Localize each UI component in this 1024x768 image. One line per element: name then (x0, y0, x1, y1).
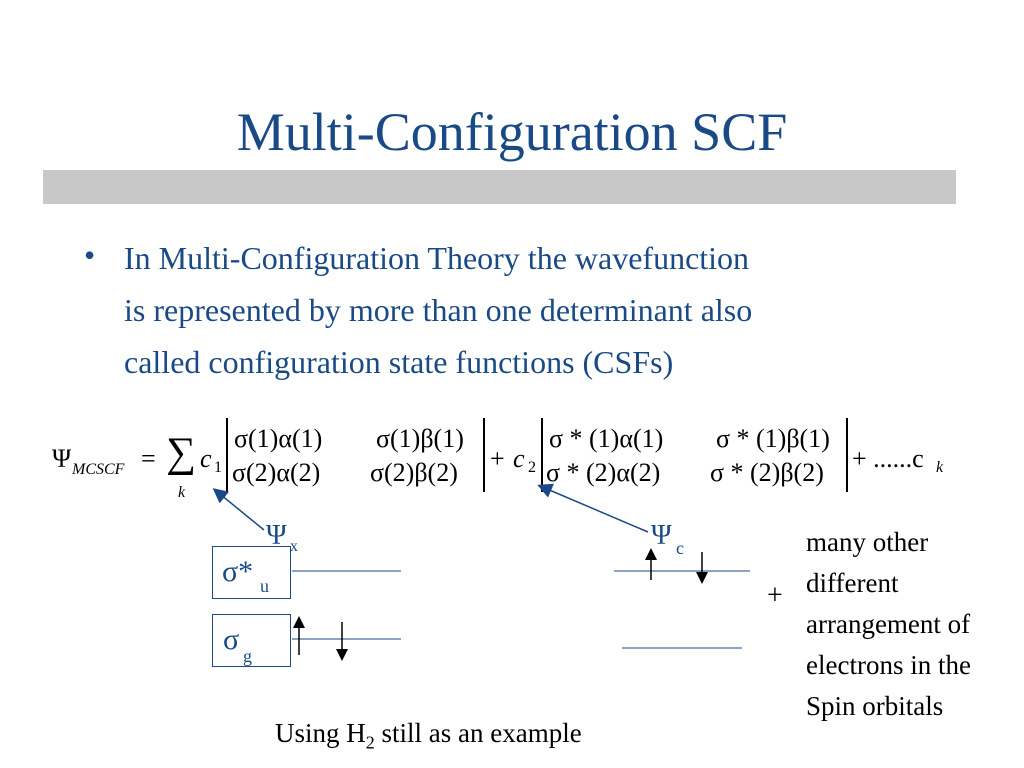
sigma-star-u-label: σ* (222, 555, 254, 588)
side-note-line-2: different (806, 568, 899, 598)
side-note-line-3: arrangement of (806, 609, 971, 639)
det2-r1c1: σ * (1)α(1) (549, 424, 664, 453)
bullet-line-3: called configuration state functions (CS… (124, 344, 674, 380)
arrow-psi-x-to-c1 (212, 488, 265, 531)
eq-trailing-sub: k (936, 459, 944, 476)
arrow-psi-c-to-c2 (537, 483, 649, 533)
sigma-star-u-box (212, 546, 291, 599)
det1-r2c2: σ(2)β(2) (370, 458, 458, 487)
bullet-line-1: In Multi-Configuration Theory the wavefu… (124, 240, 750, 276)
sigma-g-label: σ (223, 623, 240, 656)
sigma-star-u-sub: u (260, 576, 269, 596)
det2-r2c1: σ * (2)α(2) (546, 458, 661, 487)
bullet-text: In Multi-Configuration Theory the wavefu… (124, 232, 924, 388)
side-note-line-1: many other (806, 527, 929, 557)
slide-title: Multi-Configuration SCF (236, 102, 788, 162)
det1-r2c1: σ(2)α(2) (232, 458, 321, 487)
caption-after: still as an example (374, 718, 582, 748)
eq-sum-index: k (178, 484, 186, 501)
eq-c1-sub: 1 (214, 459, 222, 476)
eq-psi-subscript: MCSCF (72, 461, 125, 478)
side-note-line-5: Spin orbitals (806, 691, 944, 721)
psi-c-label: Ψ (651, 520, 672, 551)
det1-right-bar (483, 418, 485, 492)
det1-r1c1: σ(1)α(1) (234, 424, 323, 453)
sigma-g-box (212, 614, 291, 667)
eq-c1: c (200, 444, 212, 473)
side-note: many other different arrangement of elec… (806, 522, 971, 727)
bullet-marker: • (84, 237, 96, 273)
det1-left-bar (226, 418, 228, 492)
eq-trailing: + ......c (852, 444, 924, 473)
bullet-line-2: is represented by more than one determin… (124, 292, 753, 328)
eq-psi: Ψ (52, 444, 72, 473)
caption-sub: 2 (365, 732, 375, 753)
caption: Using H2 still as an example (275, 716, 582, 759)
eq-equals: = (141, 444, 156, 473)
eq-plus-1: + (490, 444, 505, 473)
det2-left-bar (541, 418, 543, 492)
eq-sum-symbol: ∑ (166, 430, 196, 476)
side-note-line-4: electrons in the (806, 650, 971, 680)
caption-before: Using H (275, 718, 366, 748)
title-rule (43, 170, 956, 204)
det2-r2c2: σ * (2)β(2) (710, 458, 824, 487)
psi-x-label-sub: x (290, 538, 298, 555)
det2-right-bar (846, 418, 848, 492)
plus-sign: + (767, 580, 783, 611)
eq-c2: c (513, 444, 525, 473)
eq-c2-sub: 2 (528, 459, 536, 476)
det1-r1c2: σ(1)β(1) (376, 424, 464, 453)
psi-x-label: Ψ (266, 520, 287, 551)
psi-c-label-sub: c (676, 538, 684, 558)
det2-r1c2: σ * (1)β(1) (716, 424, 830, 453)
sigma-g-sub: g (243, 646, 252, 666)
